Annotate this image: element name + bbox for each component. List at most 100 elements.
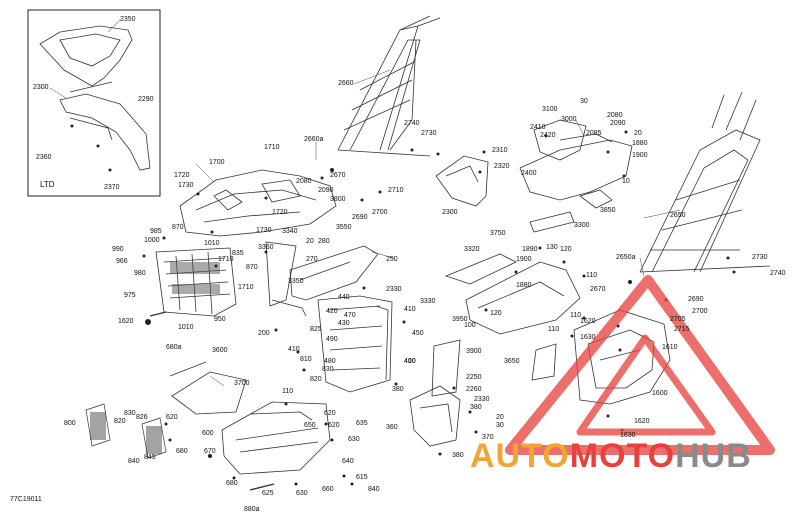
- callout: 2410: [530, 124, 546, 131]
- callout: 3600: [212, 347, 228, 354]
- callout: 110: [570, 312, 582, 319]
- callout: 450: [412, 330, 424, 337]
- callout: 3300: [574, 222, 590, 229]
- callout: 120: [560, 246, 572, 253]
- callout: 3700: [234, 380, 250, 387]
- callout: 2700: [692, 308, 708, 315]
- callout: 2290: [138, 96, 154, 103]
- callout: 110: [548, 326, 560, 333]
- callout: 3850: [600, 207, 616, 214]
- callout: 2330: [386, 286, 402, 293]
- callout: 3650: [504, 358, 520, 365]
- callout: 620: [166, 414, 178, 421]
- callout: 2650: [670, 212, 686, 219]
- callout: 600: [202, 430, 214, 437]
- callout: 1620: [634, 418, 650, 425]
- callout: 2320: [494, 163, 510, 170]
- callout: 30: [580, 98, 588, 105]
- callout: 625: [262, 490, 274, 497]
- callout: 825: [310, 326, 322, 333]
- callout: 2660: [338, 80, 354, 87]
- watermark-part-moto: MOTO: [569, 437, 676, 475]
- callout: 3340: [282, 228, 298, 235]
- callout: 2420: [540, 132, 556, 139]
- callout: 2350: [120, 16, 136, 23]
- watermark-part-auto: AUTO: [470, 437, 570, 475]
- callout: 3750: [490, 230, 506, 237]
- callout: 980: [134, 270, 146, 277]
- callout: 2370: [104, 184, 120, 191]
- callout: 2670: [330, 172, 346, 179]
- callout: 2650a: [616, 254, 636, 261]
- callout: 2080: [607, 112, 623, 119]
- callout: 3360: [258, 244, 274, 251]
- callout: 3350: [288, 278, 304, 285]
- callout: 2740: [404, 120, 420, 127]
- callout: 2670: [590, 286, 606, 293]
- callout: 2330: [474, 396, 490, 403]
- callout: 1010: [204, 240, 220, 247]
- callout: 470: [344, 312, 356, 319]
- callout: 1700: [209, 159, 225, 166]
- callout: 2310: [492, 147, 508, 154]
- callout: 2690: [688, 296, 704, 303]
- callout: 640: [342, 458, 354, 465]
- callout: 990: [112, 246, 124, 253]
- reference-code: 77C19011: [10, 496, 42, 503]
- callout: 680: [226, 480, 238, 487]
- callout: 270: [306, 256, 318, 263]
- callout: 840: [368, 486, 380, 493]
- callout: 2360: [36, 154, 52, 161]
- callout: 1900: [516, 256, 532, 263]
- callout: 2690: [352, 214, 368, 221]
- callout: 2660a: [304, 136, 324, 143]
- callout: 1730: [256, 227, 272, 234]
- callout: 200: [258, 330, 270, 337]
- callout: 2085: [586, 130, 602, 137]
- callout: 2090: [610, 120, 626, 127]
- callout: 1710: [218, 256, 234, 263]
- callout: 420: [326, 308, 338, 315]
- callout: 2710: [388, 187, 404, 194]
- callout: 1630: [580, 334, 596, 341]
- callout: 3000: [561, 116, 577, 123]
- callout: 826: [136, 414, 148, 421]
- callout: 660: [322, 486, 334, 493]
- inset-label: LTD: [40, 180, 55, 189]
- callout: 985: [150, 228, 162, 235]
- callout: 2400: [521, 170, 537, 177]
- callout: 2740: [770, 270, 786, 277]
- callout: 2250: [466, 374, 482, 381]
- callout: 835: [232, 250, 244, 257]
- callout: 680a: [166, 344, 182, 351]
- callout: 1000: [144, 237, 160, 244]
- callout: 380: [392, 386, 404, 393]
- callout: 380: [452, 452, 464, 459]
- callout: 2730: [421, 130, 437, 137]
- callout: 440: [338, 294, 350, 301]
- callout: 966: [116, 258, 128, 265]
- callout: 680: [176, 448, 188, 455]
- callout: 1880: [632, 140, 648, 147]
- callout: 630: [348, 436, 360, 443]
- callout: 2090: [318, 187, 334, 194]
- callout: 1610: [662, 344, 678, 351]
- callout: 630: [296, 490, 308, 497]
- callout: 1720: [272, 209, 288, 216]
- inset-frame: [27, 9, 161, 197]
- callout: 975: [124, 292, 136, 299]
- callout: 3950: [452, 316, 468, 323]
- callout: 10: [622, 178, 630, 185]
- callout: 2300: [442, 209, 458, 216]
- callout: 1710: [264, 144, 280, 151]
- callout: 620: [324, 410, 336, 417]
- callout: 110: [282, 388, 294, 395]
- callout: 840: [128, 458, 140, 465]
- callout: 635: [356, 420, 368, 427]
- callout: 2260: [466, 386, 482, 393]
- callout: 830: [124, 410, 136, 417]
- callout: 820: [310, 376, 322, 383]
- callout: 400: [404, 358, 416, 365]
